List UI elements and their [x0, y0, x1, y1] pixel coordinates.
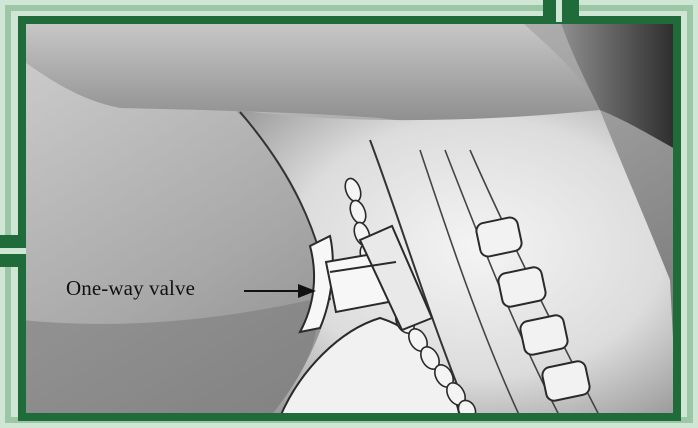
vertebra: [475, 216, 523, 258]
corner-tab-left-gap: [0, 248, 26, 254]
corner-tab-top-right-gap: [556, 0, 562, 22]
one-way-valve-label: One-way valve: [66, 276, 195, 301]
